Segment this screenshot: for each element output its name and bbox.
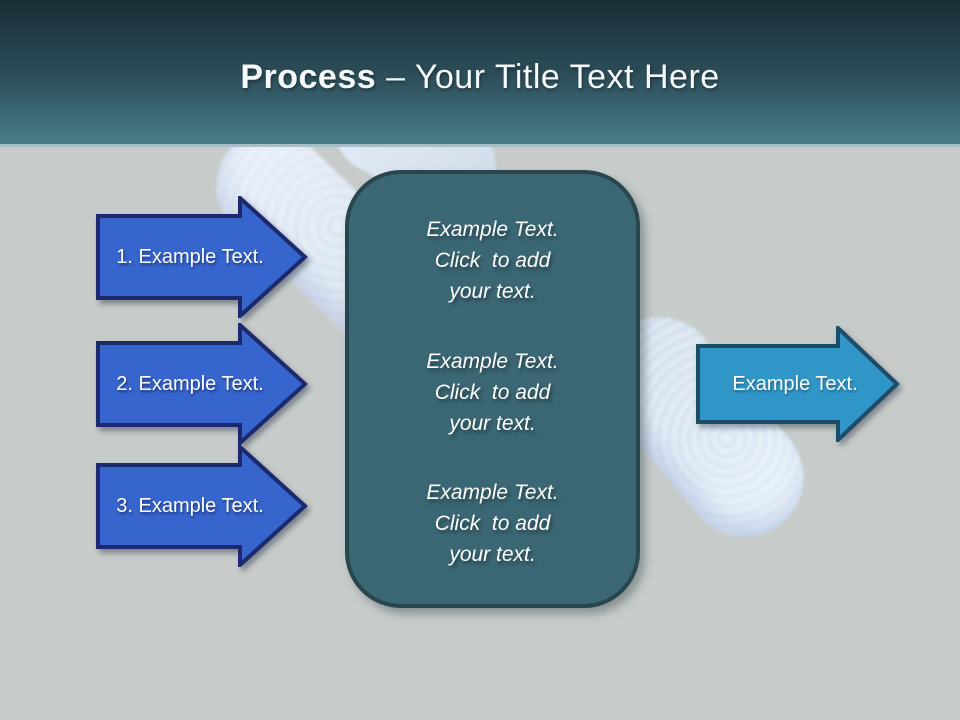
step-arrow-1-label: 1. Example Text.: [116, 245, 264, 268]
detail-paragraph-3: Example Text. Click to add your text.: [426, 481, 559, 566]
right-arrow-shape-icon: [96, 323, 308, 445]
arrow-polygon: [696, 326, 900, 442]
title-separator: –: [376, 57, 415, 96]
title-placeholder-text: Your Title Text Here: [414, 57, 720, 96]
detail-box[interactable]: Example Text. Click to add your text. Ex…: [345, 170, 640, 608]
step-arrow-3[interactable]: 3. Example Text.: [96, 445, 308, 567]
arrow-polygon: [96, 196, 308, 318]
step-arrow-3-label: 3. Example Text.: [116, 494, 264, 517]
output-arrow[interactable]: Example Text.: [696, 326, 900, 442]
arrow-polygon: [96, 445, 308, 567]
arrow-polygon: [96, 323, 308, 445]
right-arrow-shape-icon: [96, 445, 308, 567]
right-arrow-shape-icon: [696, 326, 900, 442]
step-arrow-1[interactable]: 1. Example Text.: [96, 196, 308, 318]
slide-title[interactable]: Process – Your Title Text Here: [240, 48, 719, 97]
detail-paragraph-2: Example Text. Click to add your text.: [426, 349, 559, 435]
slide-header: Process – Your Title Text Here: [0, 0, 960, 147]
output-arrow-label: Example Text.: [732, 372, 858, 395]
title-keyword: Process: [240, 57, 377, 96]
right-arrow-shape-icon: [96, 196, 308, 318]
detail-paragraph-1: Example Text. Click to add your text.: [426, 218, 559, 303]
step-arrow-2-label: 2. Example Text.: [116, 372, 264, 395]
step-arrow-2[interactable]: 2. Example Text.: [96, 323, 308, 445]
